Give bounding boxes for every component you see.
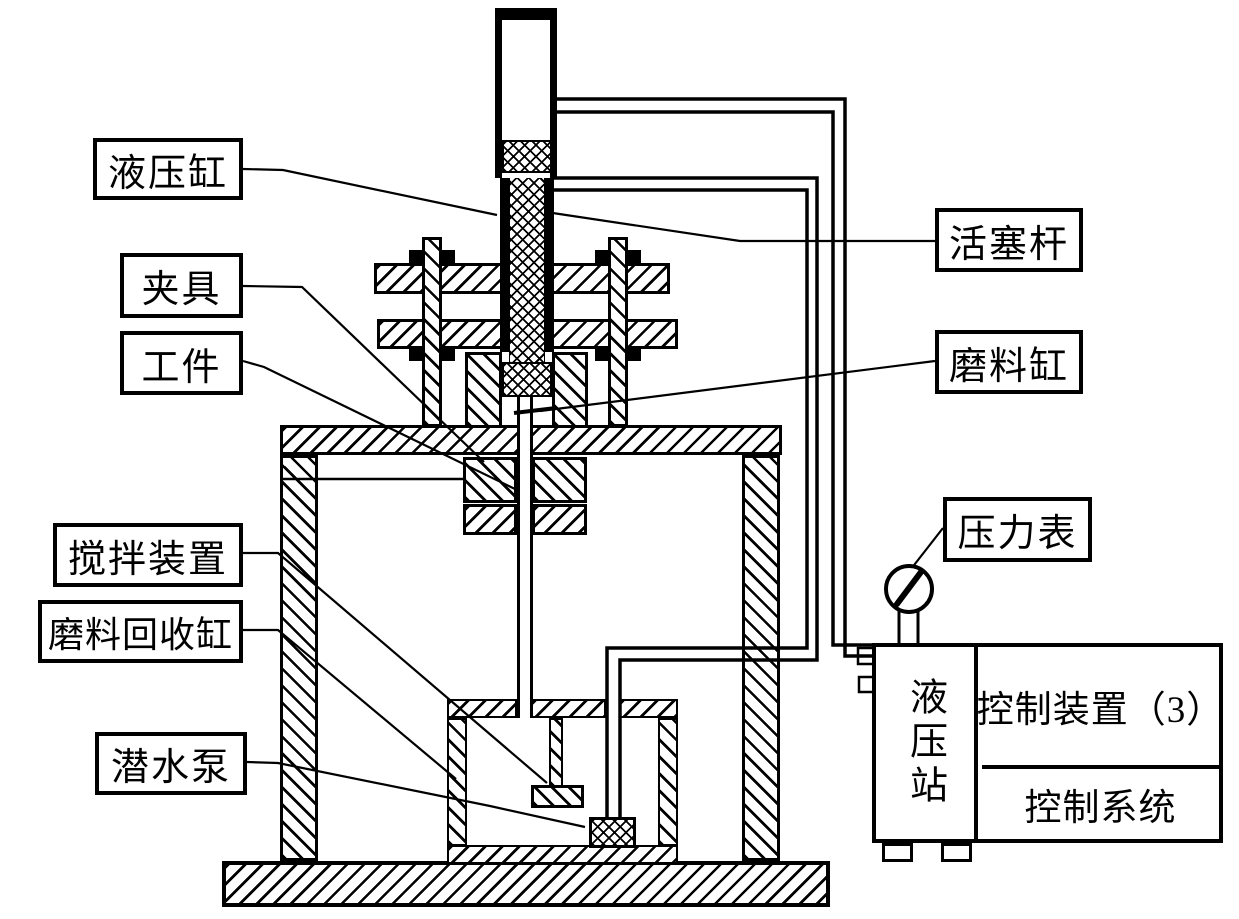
workpiece-tube <box>517 397 533 718</box>
label-fixture: 夹具 <box>120 253 243 318</box>
abrasive-cylinder-left-wall <box>465 352 502 428</box>
label-submersible-pump: 潜水泵 <box>95 732 247 795</box>
recovery-container-rim-mid <box>531 699 606 718</box>
hydraulic-station-box: 液压站 控制装置（3） 控制系统 <box>872 643 1223 843</box>
station-right-panel: 控制装置（3） 控制系统 <box>976 647 1225 839</box>
hose-to-station-inner <box>555 110 872 647</box>
tank-right-wall <box>742 455 780 861</box>
nut <box>442 250 455 263</box>
label-stirring-device: 搅拌装置 <box>53 523 243 587</box>
nut <box>409 250 422 263</box>
label-workpiece: 工件 <box>120 331 243 395</box>
nut <box>409 348 422 361</box>
piston-rod-shaft <box>509 172 545 364</box>
nut <box>442 348 455 361</box>
recovery-container-left-wall <box>447 718 467 846</box>
fixture-block-upper-left <box>463 457 517 503</box>
stirrer-shaft <box>549 718 563 787</box>
recovery-container-bottom <box>447 845 678 864</box>
fixture-block-upper-right <box>532 457 587 503</box>
leader-piston-rod <box>545 210 935 243</box>
abrasive-cylinder-right-wall <box>552 352 588 428</box>
fixture-block-lower-left <box>463 504 517 535</box>
station-foot <box>941 843 972 862</box>
label-abrasive-recovery-cylinder: 磨料回收缸 <box>38 600 243 663</box>
station-stub <box>857 675 872 694</box>
leader-abrasive-cylinder <box>539 359 936 413</box>
leader-pressure-gauge <box>910 527 944 570</box>
rod-housing-right <box>545 172 554 352</box>
pressure-gauge-needle <box>894 569 924 607</box>
nut <box>595 348 608 361</box>
hydraulic-piston <box>502 140 552 173</box>
station-stub <box>856 646 872 666</box>
hydraulic-station-label: 液压站 <box>876 647 978 839</box>
leader-hydraulic-cylinder <box>242 167 498 217</box>
nut <box>628 250 641 263</box>
nut <box>595 250 608 263</box>
pressure-gauge-dial <box>884 564 934 614</box>
label-abrasive-cylinder: 磨料缸 <box>935 330 1083 394</box>
recovery-container-rim-right <box>619 699 678 718</box>
right-column <box>608 237 628 427</box>
stirrer-paddle <box>531 785 584 808</box>
recovery-container-rim-left <box>447 699 517 718</box>
label-piston-rod: 活塞杆 <box>935 208 1083 272</box>
control-device-cell: 控制装置（3） <box>976 690 1225 731</box>
control-system-cell: 控制系统 <box>982 765 1219 839</box>
rod-housing-left <box>500 172 509 352</box>
abrasive-piston <box>502 362 552 397</box>
label-hydraulic-cylinder: 液压缸 <box>93 138 243 200</box>
recovery-container-right-wall <box>658 718 678 846</box>
label-pressure-gauge: 压力表 <box>943 497 1092 562</box>
nut <box>628 348 641 361</box>
hose-to-station-outer <box>553 97 872 658</box>
tank-left-wall <box>280 455 318 861</box>
fixture-block-lower-right <box>532 504 587 535</box>
base-plate <box>222 861 830 907</box>
left-column <box>422 237 442 427</box>
station-foot <box>882 843 913 862</box>
leader-abrasive-recovery-cylinder <box>243 628 457 780</box>
submersible-pump-body <box>589 817 636 848</box>
